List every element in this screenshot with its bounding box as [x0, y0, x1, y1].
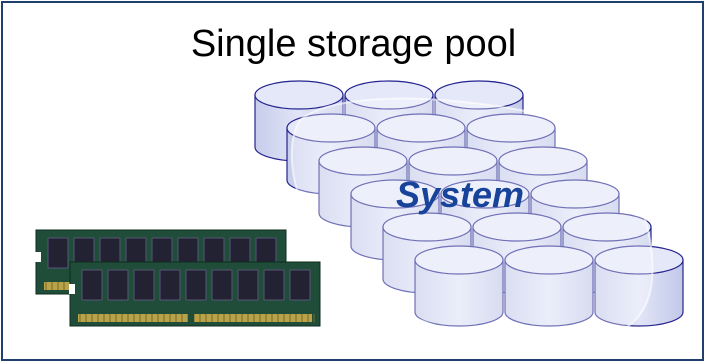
disk-cylinder-icon: [414, 245, 504, 327]
memory-modules: [35, 229, 321, 327]
pool-label: System: [396, 174, 524, 215]
disk-cylinder-icon: [594, 245, 684, 327]
memory-module-icon: [69, 261, 321, 327]
disk-array: [254, 80, 684, 327]
diagram-title: Single storage pool: [190, 23, 517, 65]
storage-pool-overlay-icon: [290, 97, 654, 344]
disk-cylinder-icon: [504, 245, 594, 327]
